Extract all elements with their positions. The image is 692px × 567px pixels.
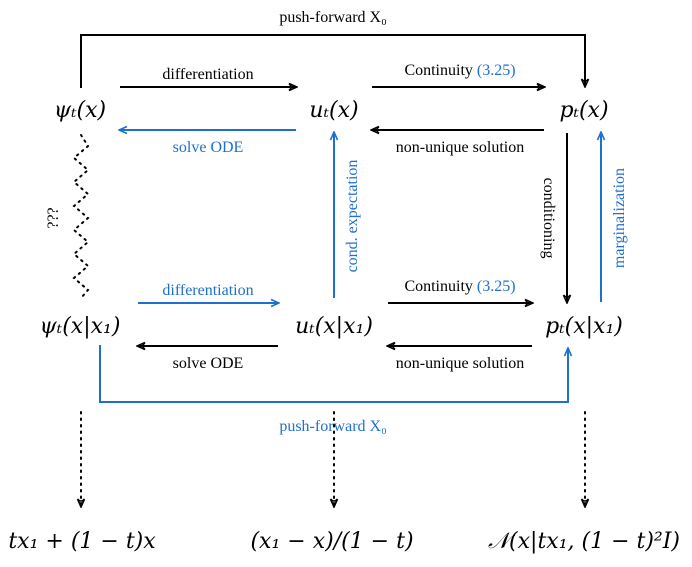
continuity-top-ref: (3.25) — [477, 62, 516, 79]
result-psi: tx₁ + (1 − t)x — [8, 529, 156, 554]
conditioning-label: conditioning — [540, 178, 557, 259]
node-p-x: pₜ(x) — [559, 98, 608, 123]
node-psi-x1: ψₜ(x|x₁) — [40, 314, 121, 339]
non-unique-bottom-label: non-unique solution — [396, 355, 524, 372]
push-forward-bottom-arrow — [99, 345, 568, 403]
marginalization-label: marginalization — [611, 168, 628, 268]
continuity-top-text: Continuity — [404, 62, 472, 79]
result-p: 𝒩(x|tx₁, (1 − t)²I) — [488, 529, 680, 554]
continuity-bottom-label: Continuity (3.25) — [404, 278, 515, 295]
push-forward-top-label: push-forward X₀ — [279, 9, 386, 26]
node-u-x1: uₜ(x|x₁) — [295, 314, 373, 339]
solve-ode-top-label: solve ODE — [173, 139, 244, 156]
continuity-top-label: Continuity (3.25) — [404, 62, 515, 79]
unknown-label: ??? — [45, 207, 62, 228]
node-psi-x: ψₜ(x) — [54, 98, 106, 123]
unknown-zigzag-connector — [72, 134, 90, 299]
push-forward-top-arrow — [80, 34, 585, 88]
result-u: (x₁ − x)/(1 − t) — [250, 529, 413, 554]
non-unique-top-label: non-unique solution — [396, 139, 524, 156]
solve-ode-bottom-label: solve ODE — [173, 355, 244, 372]
cond-expectation-label: cond. expectation — [344, 160, 361, 273]
differentiation-top-label: differentiation — [162, 66, 253, 83]
node-p-x1: pₜ(x|x₁) — [545, 314, 623, 339]
continuity-bottom-ref: (3.25) — [477, 278, 516, 295]
node-u-x: uₜ(x) — [309, 98, 358, 123]
continuity-bottom-text: Continuity — [404, 278, 472, 295]
differentiation-bottom-label: differentiation — [162, 282, 253, 299]
